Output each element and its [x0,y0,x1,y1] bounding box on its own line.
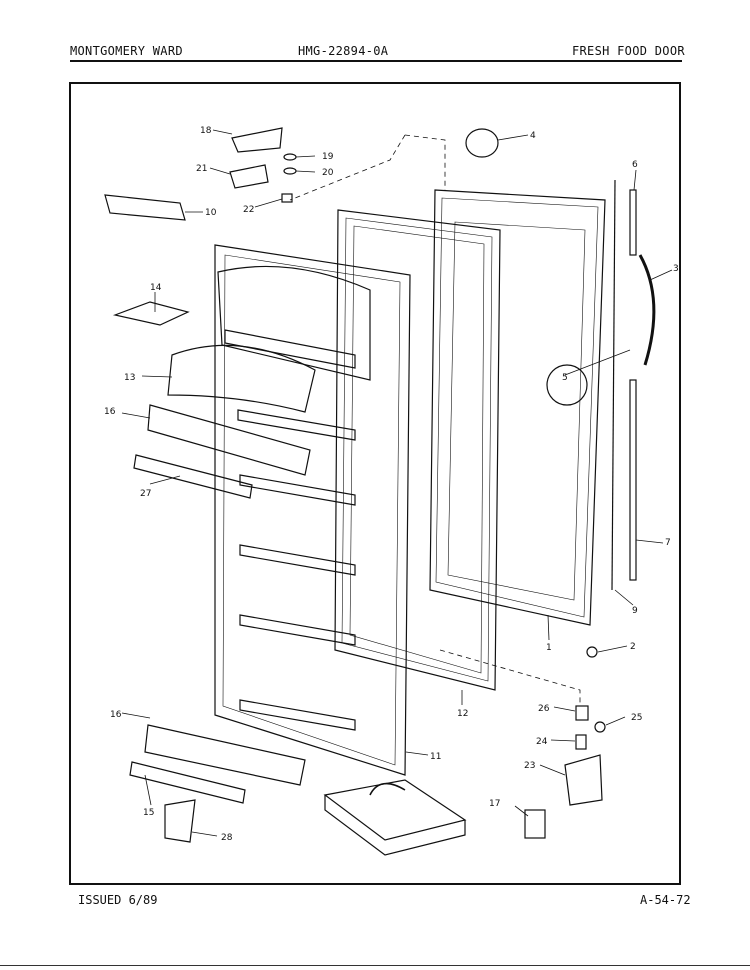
part-label-28: 28 [221,833,233,843]
bin-trim-lower [129,761,246,804]
part-label-11: 11 [430,752,441,762]
part-label-5: 5 [562,373,568,383]
part-label-2: 2 [630,642,636,652]
brand-name: MONTGOMERY WARD [70,44,183,58]
header-rule [70,60,682,62]
bottom-bushing [575,705,589,721]
part-label-9: 9 [632,606,638,616]
inner-door-liner [214,244,411,776]
bottom-washer [594,721,606,733]
part-label-15: 15 [143,808,154,818]
part-label-6: 6 [632,160,638,170]
bin-trim-upper [133,454,253,499]
part-label-21: 21 [196,164,207,174]
leader-lines [121,129,673,837]
top-hinge [231,127,283,153]
bottom-pivot [586,646,598,658]
bin-support [164,799,196,843]
page-code: A-54-72 [640,893,691,907]
trim-strip-top [629,189,637,256]
upper-door-bin [147,404,311,476]
part-label-16: 16 [110,710,122,720]
hinge-cover [524,809,546,839]
bottom-pin [575,734,587,750]
hinge-pin-bushing [465,128,499,158]
shelf-clip [112,301,190,326]
door-gasket [334,209,501,691]
dairy-door [167,344,316,413]
part-label-4: 4 [530,131,536,141]
assembly-guide-lines [289,134,581,705]
egg-tray [323,779,467,856]
part-label-26: 26 [538,704,550,714]
hinge-washer [283,167,297,175]
part-label-10: 10 [205,208,217,218]
trim-strip-thin [611,179,616,591]
issue-date: ISSUED 6/89 [78,893,158,907]
footer-rule [0,965,750,966]
part-label-20: 20 [322,168,334,178]
trim-strip-side [629,379,637,581]
door-handle [638,254,656,366]
door-stop [104,194,186,221]
bottom-hinge-bracket [564,754,603,806]
part-label-16: 16 [104,407,116,417]
part-label-25: 25 [631,713,642,723]
part-label-18: 18 [200,126,212,136]
part-label-3: 3 [673,264,679,274]
part-label-7: 7 [665,538,671,548]
part-label-12: 12 [457,709,468,719]
part-label-17: 17 [489,799,500,809]
part-label-22: 22 [243,205,254,215]
diagram-frame [69,82,681,885]
hinge-spacer [281,193,293,203]
model-number: HMG-22894-0A [298,44,389,58]
part-label-23: 23 [524,761,535,771]
section-title: FRESH FOOD DOOR [572,44,685,58]
part-label-24: 24 [536,737,548,747]
handle-cam-detail [546,364,588,406]
hinge-plate [229,164,269,189]
part-label-13: 13 [124,373,135,383]
hinge-bushing [283,153,297,161]
part-label-1: 1 [546,643,552,653]
part-label-27: 27 [140,489,151,499]
part-label-14: 14 [150,283,162,293]
outer-door-panel [429,189,606,626]
lower-door-bin [144,724,306,786]
part-label-19: 19 [322,152,334,162]
